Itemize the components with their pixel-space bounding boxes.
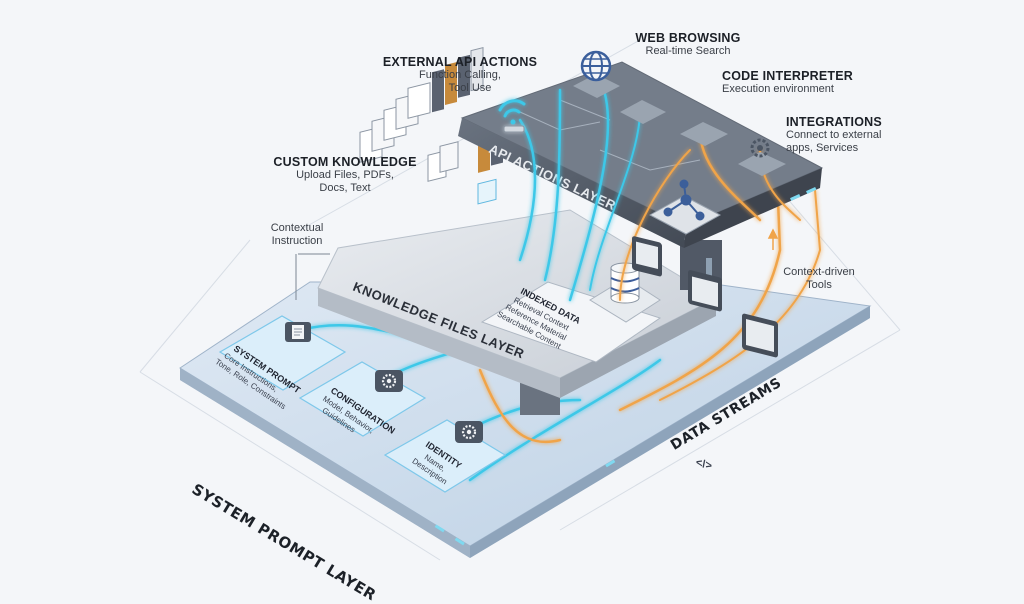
label-sub: Function Calling,	[419, 69, 501, 81]
leader-lines	[295, 253, 330, 300]
database-icon	[589, 262, 661, 323]
document-icon	[427, 141, 497, 205]
architecture-diagram: SYSTEM PROMPT Core Instructions, Tone, R…	[139, 39, 901, 561]
label-title: INTEGRATIONS	[786, 115, 882, 129]
label-web-browsing: WEB BROWSING Real-time Search	[618, 32, 758, 58]
gear-icon	[381, 373, 397, 389]
card-identity: IDENTITY Name, Description	[383, 419, 507, 493]
knowledge-files-layer: KNOWLEDGE FILES LAYER INDEXED DATA Retri…	[317, 209, 718, 415]
api-actions-layer: API ACTIONS LAYER	[458, 61, 824, 290]
wifi-icon	[498, 99, 526, 133]
label-external-api: EXTERNAL API ACTIONS Function Calling, T…	[380, 56, 540, 95]
label-sub: Real-time Search	[645, 45, 731, 57]
card-configuration: CONFIGURATION Model, Behavior, Guideline…	[298, 361, 427, 437]
label-contextual-instruction: Contextual Instruction	[252, 222, 342, 248]
label-title: WEB BROWSING	[635, 31, 741, 45]
label-sub: Tool Use	[448, 82, 492, 94]
label-sub: Connect to external	[786, 129, 882, 141]
arrow-up-icon	[767, 228, 779, 250]
label-title: CUSTOM KNOWLEDGE	[273, 155, 417, 169]
label-line: Instruction	[271, 235, 323, 247]
label-sub: apps, Services	[786, 142, 859, 154]
svg-text:</>: </>	[696, 457, 712, 473]
label-custom-knowledge: CUSTOM KNOWLEDGE Upload Files, PDFs, Doc…	[270, 156, 420, 195]
label-sub: Docs, Text	[319, 182, 371, 194]
document-icon	[292, 325, 304, 339]
gear-icon	[738, 138, 786, 358]
label-line: Tools	[806, 279, 832, 291]
network-icon	[648, 179, 722, 235]
globe-icon	[573, 50, 620, 98]
data-streams	[518, 78, 801, 302]
label-sub: Execution environment	[722, 83, 834, 95]
document-icon	[359, 82, 431, 163]
label-context-driven-tools: Context-driven Tools	[764, 266, 874, 292]
label-title: EXTERNAL API ACTIONS	[382, 55, 538, 69]
browser-icon	[620, 100, 666, 277]
label-code-interpreter: CODE INTERPRETER Execution environment	[722, 70, 882, 96]
gear-icon	[461, 424, 477, 440]
label-integrations: INTEGRATIONS Connect to external apps, S…	[786, 116, 936, 155]
binder-stack	[432, 46, 484, 113]
code-icon: </>	[680, 122, 728, 473]
label-line: Contextual	[270, 222, 324, 234]
label-title: CODE INTERPRETER	[722, 69, 853, 83]
label-sub: Upload Files, PDFs,	[296, 169, 394, 181]
label-line: Context-driven	[783, 266, 855, 278]
card-system-prompt: SYSTEM PROMPT Core Instructions, Tone, R…	[214, 315, 347, 411]
